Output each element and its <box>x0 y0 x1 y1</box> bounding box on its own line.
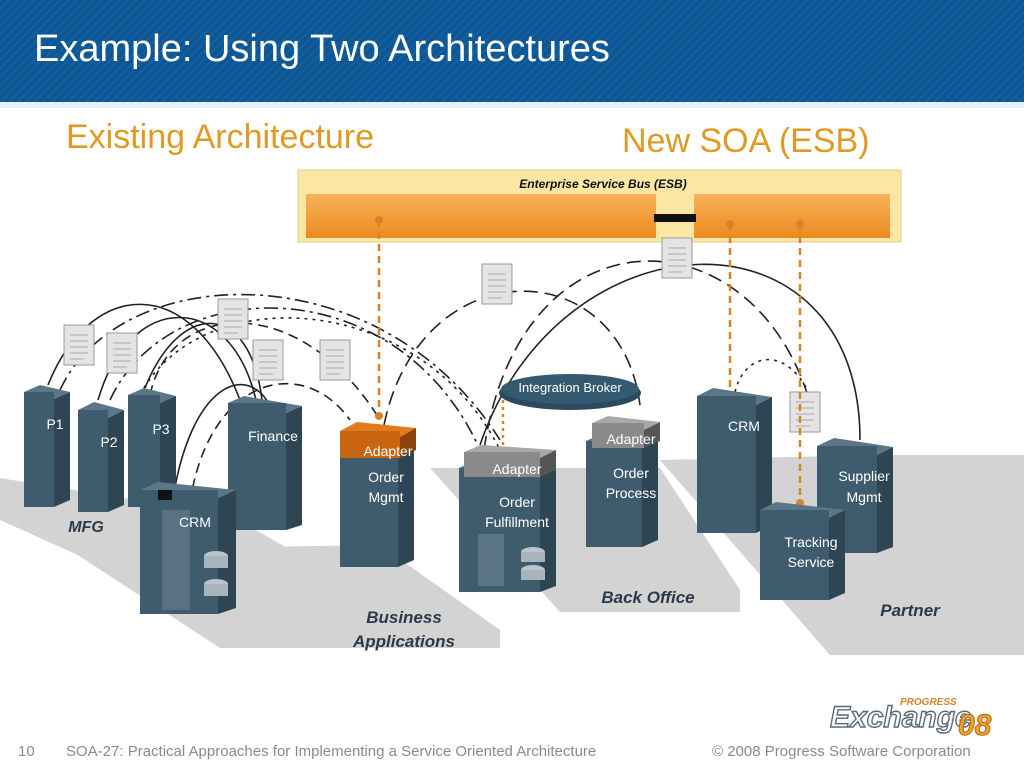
svg-text:Integration Broker: Integration Broker <box>518 380 622 395</box>
document-icon-8 <box>789 391 821 433</box>
document-icon-1 <box>63 324 95 366</box>
adapter-order-mgmt: Adapter <box>340 422 416 459</box>
footer-copyright: © 2008 Progress Software Corporation <box>712 743 971 760</box>
svg-text:Mgmt: Mgmt <box>369 489 404 505</box>
server-order-process: Order Process <box>586 434 658 547</box>
architecture-diagram: Enterprise Service Bus (ESB) <box>0 169 1024 740</box>
server-tracking-service: Tracking Service <box>760 502 845 600</box>
esb-connector <box>654 214 696 222</box>
progress-exchange-logo: PROGRESS Exchange 08 <box>829 697 992 740</box>
esb-bar-right <box>694 194 890 238</box>
server-order-mgmt: Order Mgmt <box>340 442 414 567</box>
server-finance: Finance <box>228 396 302 530</box>
business-applications-label-line1: Business <box>366 608 442 627</box>
document-icon-5 <box>319 339 351 381</box>
svg-text:Service: Service <box>788 554 835 570</box>
slide-title: Example: Using Two Architectures <box>34 28 610 70</box>
svg-text:Fulfillment: Fulfillment <box>485 514 549 530</box>
svg-text:Mgmt: Mgmt <box>847 489 882 505</box>
svg-text:Tracking: Tracking <box>784 534 837 550</box>
esb-bus: Enterprise Service Bus (ESB) <box>297 169 902 243</box>
new-soa-heading: New SOA (ESB) <box>622 122 870 160</box>
svg-text:Exchange: Exchange <box>830 701 972 734</box>
svg-text:Adapter: Adapter <box>492 461 541 477</box>
svg-text:P2: P2 <box>100 434 117 450</box>
back-office-label: Back Office <box>601 588 694 607</box>
server-p2: P2 <box>78 402 124 512</box>
server-crm-left: CRM <box>140 482 236 614</box>
integration-broker: Integration Broker <box>499 374 641 410</box>
business-applications-label-line2: Applications <box>352 632 455 651</box>
title-bar <box>0 0 1024 108</box>
server-order-fulfillment: Order Fulfillment <box>459 460 556 592</box>
svg-text:Adapter: Adapter <box>606 431 655 447</box>
svg-text:Adapter: Adapter <box>363 443 412 459</box>
svg-text:P1: P1 <box>46 416 63 432</box>
svg-text:Finance: Finance <box>248 428 298 444</box>
esb-connectors <box>377 220 802 503</box>
server-crm-right: CRM <box>697 388 772 533</box>
svg-text:Process: Process <box>606 485 657 501</box>
server-p1: P1 <box>24 385 70 507</box>
svg-text:Order: Order <box>368 469 404 485</box>
svg-text:CRM: CRM <box>179 514 211 530</box>
svg-text:CRM: CRM <box>728 418 760 434</box>
document-icon-3 <box>217 298 249 340</box>
svg-text:Supplier: Supplier <box>838 468 890 484</box>
adapter-order-process: Adapter <box>592 416 660 448</box>
mfg-label: MFG <box>68 519 104 536</box>
svg-text:Order: Order <box>499 494 535 510</box>
document-icon-4 <box>252 339 284 381</box>
footer-page-number: 10 <box>18 743 35 760</box>
svg-text:PROGRESS: PROGRESS <box>900 697 957 708</box>
footer-session-title: SOA-27: Practical Approaches for Impleme… <box>66 743 597 760</box>
svg-text:P3: P3 <box>152 421 169 437</box>
document-icon-2 <box>106 332 138 374</box>
document-icon-7 <box>661 237 693 279</box>
esb-label: Enterprise Service Bus (ESB) <box>519 177 686 191</box>
esb-bar-left <box>306 194 656 238</box>
partner-label: Partner <box>880 601 941 620</box>
svg-text:Order: Order <box>613 465 649 481</box>
existing-architecture-heading: Existing Architecture <box>66 118 375 156</box>
svg-text:08: 08 <box>958 709 992 740</box>
document-icon-6 <box>481 263 513 305</box>
adapter-order-fulfillment: Adapter <box>464 445 556 477</box>
